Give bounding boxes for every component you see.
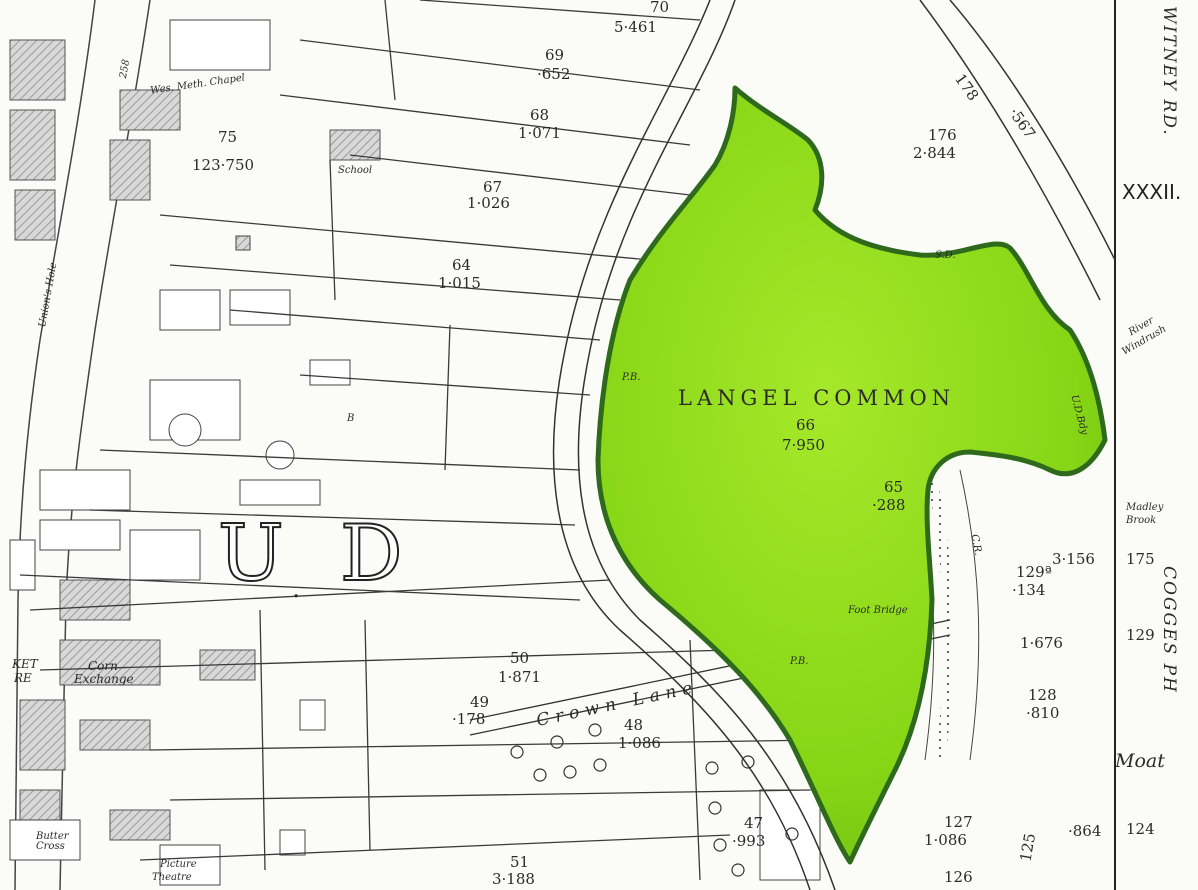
common-title: LANGEL COMMON [678,386,956,410]
value-864: ·864 [1068,822,1102,840]
parcel-66-area: 7·950 [782,436,825,454]
parcel-68-area: 1·071 [518,124,561,142]
edge-number-175: 175 [1126,550,1155,568]
parcel-67-area: 1·026 [467,194,510,212]
dotted-track [925,468,954,761]
parcel-50-area: 1·871 [498,668,541,686]
parcel-127-number: 127 [944,813,973,831]
parcel-127-area: 1·086 [924,831,967,849]
madley-label: Madley [1126,502,1164,513]
parcel-47-number: 47 [744,814,764,832]
west-road-edge-2 [59,0,151,890]
common-road-west-edge [577,0,836,890]
value-3156: 3·156 [1052,550,1095,568]
b-label: B [347,413,355,424]
moat-label: Moat [1115,750,1165,772]
exchange-label: Exchange [74,672,134,686]
pb-label-1: P.B. [622,372,641,383]
parcel-64-area: 1·015 [438,274,481,292]
parcel-68-number: 68 [530,106,550,124]
parcel-51-number: 51 [510,853,530,871]
edge-number-129: 129 [1126,626,1155,644]
parcel-50-number: 50 [510,649,530,667]
parcel-69-number: 69 [545,46,565,64]
brook-label: Brook [1126,515,1157,526]
sd-label: S.D. [935,250,956,261]
witney-road-label: WITNEY RD. [1159,6,1179,137]
pb-label-2: P.B. [790,656,809,667]
enclosure-square [235,235,251,251]
parcel-176-area: 2·844 [913,144,956,162]
parcel-65-number: 65 [884,478,904,496]
parcel-64-number: 64 [452,256,472,274]
ket-label: KET [12,657,38,671]
tree-symbols [510,723,799,877]
parcel-48-area: 1·086 [618,734,661,752]
value-1676: 1·676 [1020,634,1063,652]
field-boundaries [19,0,821,881]
sheet-number: XXXII. [1122,180,1182,204]
parcel-69-area: ·652 [537,65,571,83]
langel-common-parcel [595,85,1108,865]
parcel-65-area: ·288 [872,496,906,514]
parcel-49-area: ·178 [452,710,486,728]
edge-number-124: 124 [1126,820,1155,838]
cogges-label: COGGES PH [1159,566,1179,694]
common-road-outer-edge [552,0,811,890]
top-parcel-area: 5·461 [614,18,657,36]
parcel-176-number: 176 [928,126,957,144]
parcel-128-number: 128 [1028,686,1057,704]
parcel-129a-area: ·134 [1012,581,1046,599]
building-outlines [9,19,821,886]
parcel-48-number: 48 [624,716,644,734]
parcel-49-number: 49 [470,693,490,711]
school-label: School [338,165,373,176]
track-edge-2 [959,469,980,761]
picture-label: Picture [160,859,197,870]
parcel-128-area: ·810 [1026,704,1060,722]
district-letter-d: D [339,509,407,599]
district-dot-1: . [292,574,301,604]
witney-road-edge-1 [919,0,1101,301]
parcel-75-number: 75 [218,128,238,146]
parcel-66-number: 66 [796,416,816,434]
parcel-67-number: 67 [483,178,503,196]
district-letter-u: U [217,509,288,599]
foot-bridge-label: Foot Bridge [848,605,908,616]
parcel-126-number: 126 [944,868,973,886]
parcel-129a-number: 129ª [1016,563,1052,581]
parcel-51-area: 3·188 [492,870,535,888]
theatre-label: Theatre [152,872,192,883]
witney-road-edge-2 [949,0,1116,261]
top-parcel-number: 70 [650,0,670,16]
west-road-edge-1 [14,0,96,890]
butter-cross-label: Butter Cross [36,831,69,852]
corn-label: Corn [88,659,118,673]
re-label: RE [14,671,32,685]
parcel-47-area: ·993 [732,832,766,850]
parcel-75-area: 123·750 [192,156,255,174]
